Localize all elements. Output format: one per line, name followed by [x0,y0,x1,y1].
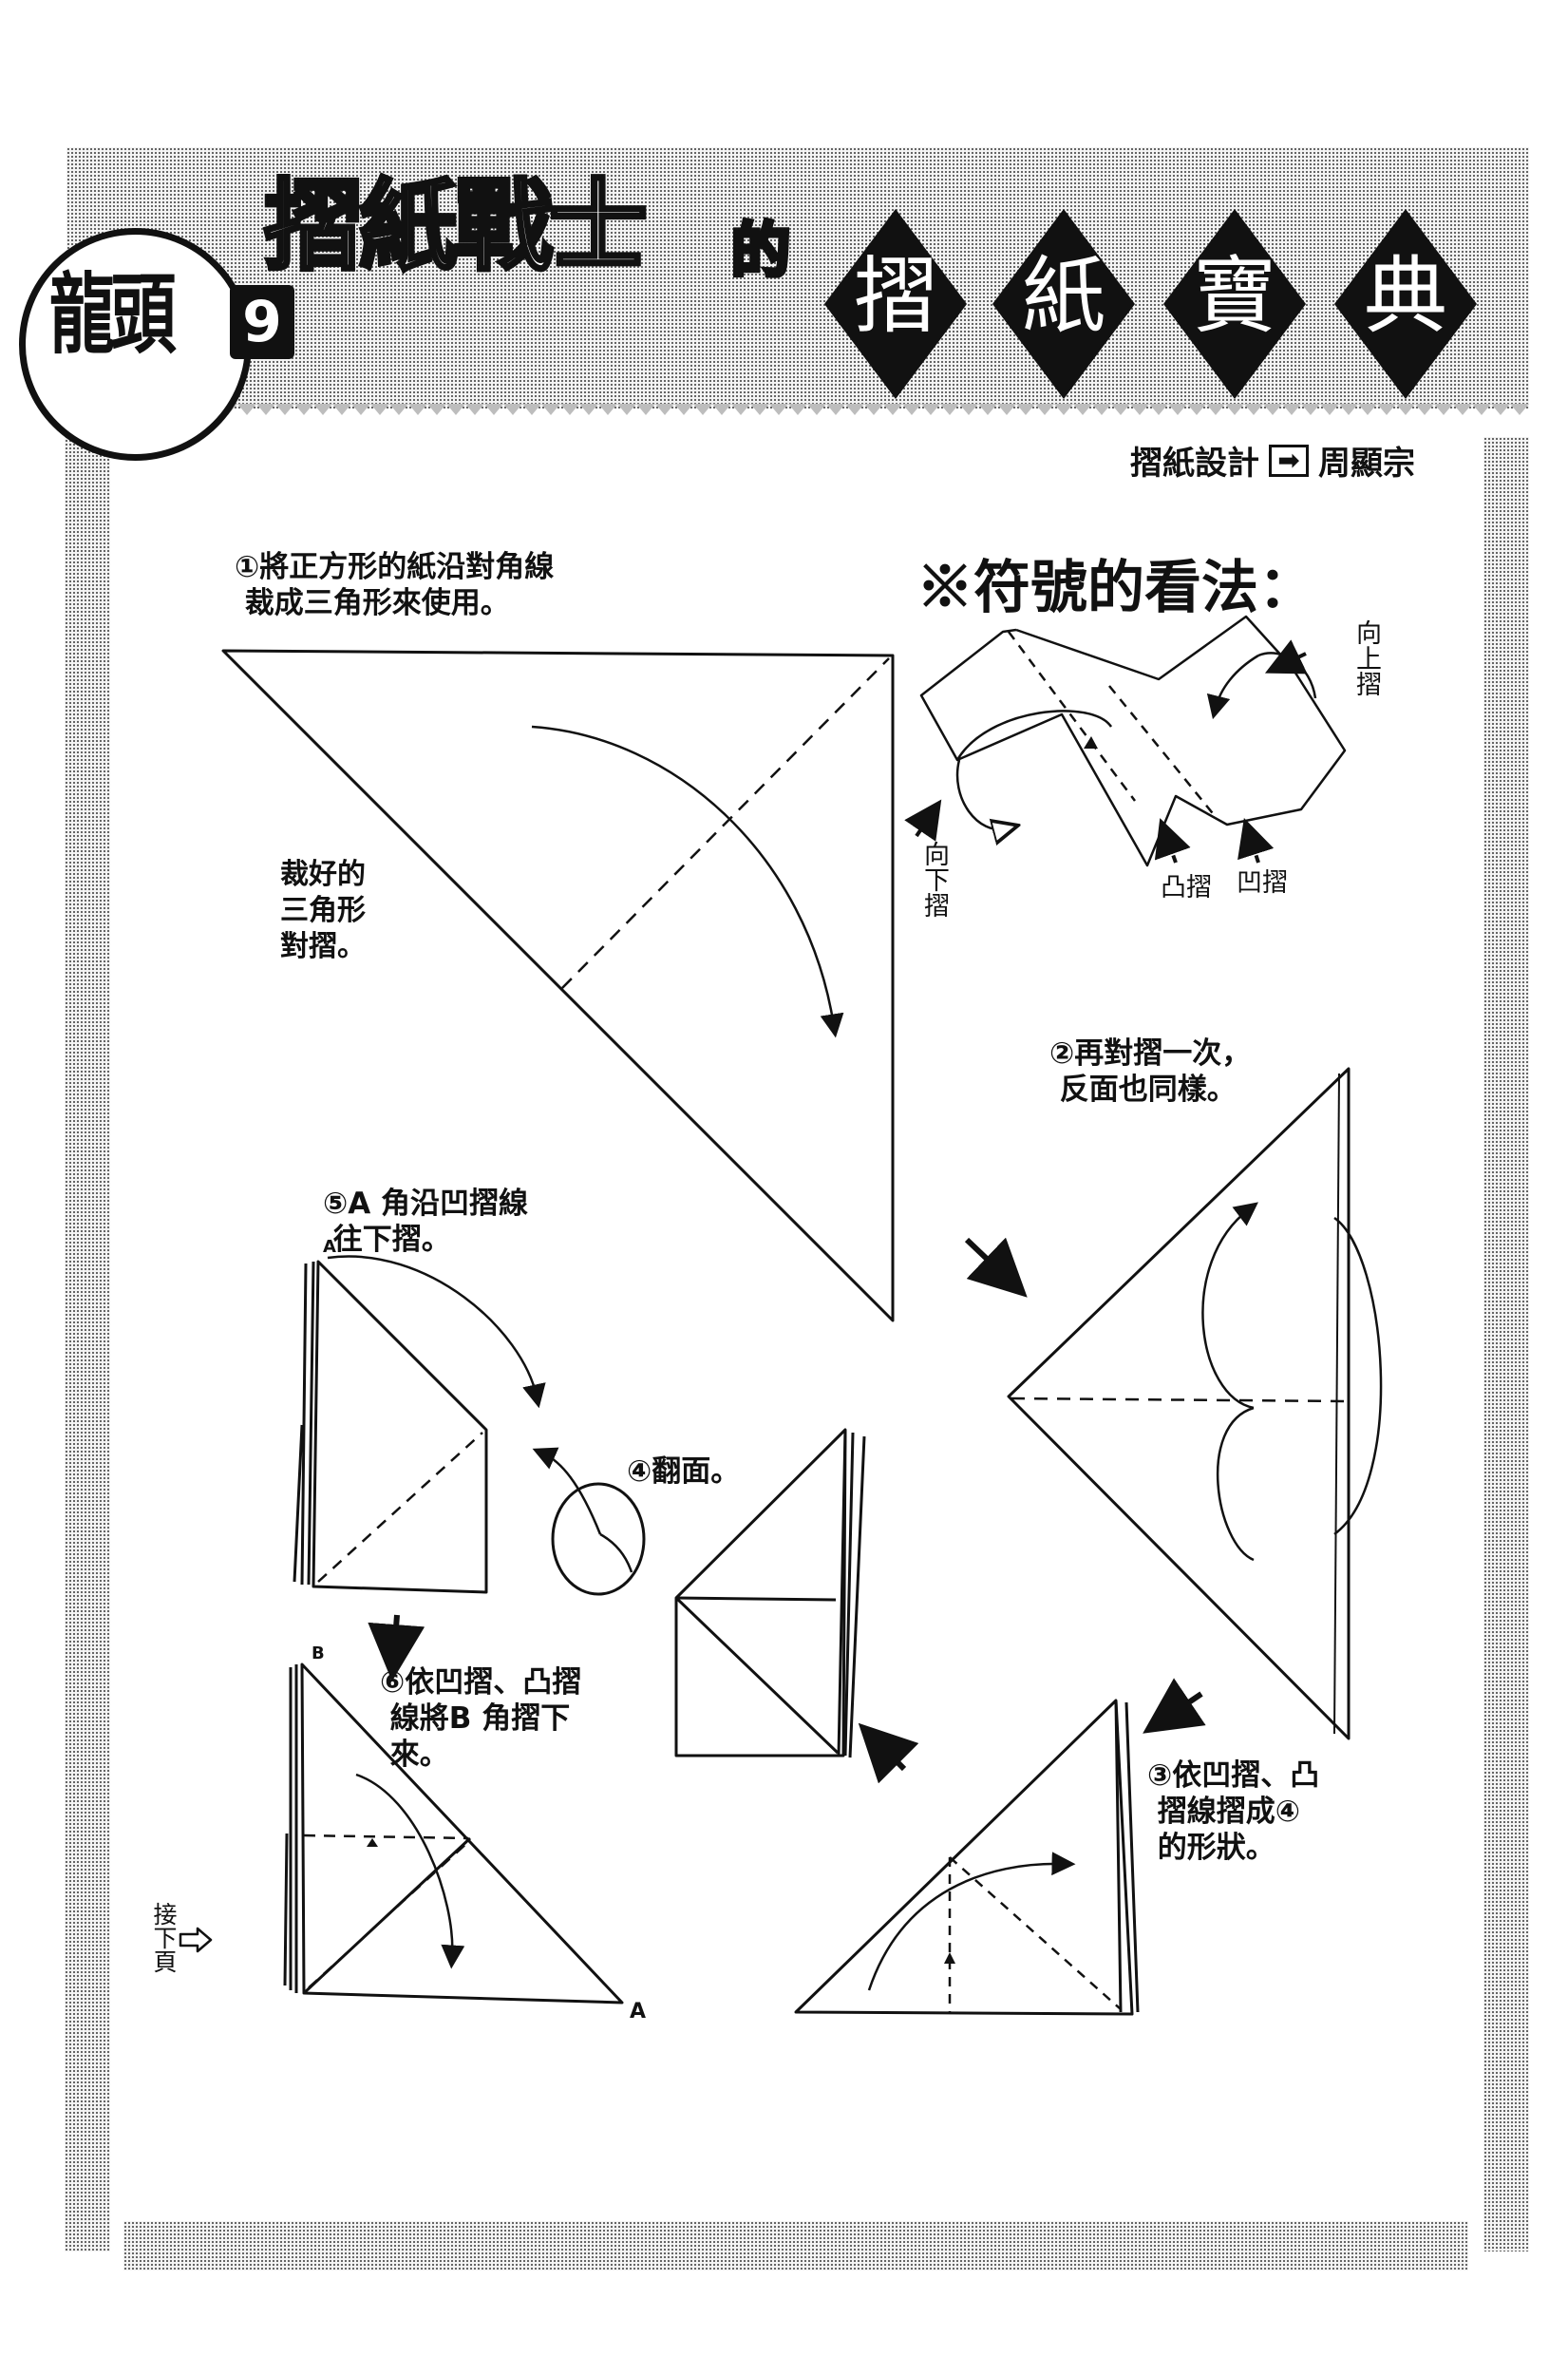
step-4-text: ④翻面。 [627,1454,741,1489]
step2-diagram [964,1067,1383,1740]
step1-diagram [221,649,895,1322]
legend-fold-up: 向上摺 [1351,619,1381,696]
title-particle: 的 [728,216,792,285]
bottom-border-band [123,2221,1468,2270]
step6-diagram [283,1662,624,2004]
series-name: 龍頭 [49,263,177,366]
series-badge [19,228,252,461]
corner-label-a-2: A [630,2000,647,2024]
step-1-text: ①將正方形的紙沿對角線 裁成三角形來使用。 [235,550,555,620]
legend-title: ※符號的看法： [916,555,1315,621]
step-3-text: ③依凹摺、凸 摺線摺成④ 的形狀。 [1147,1758,1320,1865]
title-diamond-3: 寶 [1163,209,1306,399]
corner-label-a: A [323,1237,336,1257]
legend-diagram [904,615,1347,867]
zigzag-edge [66,404,1529,417]
step-5-text: ⑤A 角沿凹摺線 往下摺。 [323,1187,529,1257]
step-6-text: ⑥依凹摺、凸摺 線將B 角摺下 來。 [380,1665,582,1772]
legend-mountain-fold: 凸摺 [1161,873,1212,902]
title-fancy: 摺紙戰士 [262,167,650,285]
step5-diagram [293,1255,546,1682]
step3-diagram [794,1678,1206,2016]
arrow-right-icon: ➡ [1269,444,1309,477]
design-credit: 摺紙設計 ➡ 周顯宗 [1130,437,1415,484]
corner-label-b: B [312,1644,325,1663]
title-diamond-1: 摺 [824,209,967,399]
title-diamond-2: 紙 [992,209,1135,399]
next-page-arrow [179,1927,213,1953]
step-1b-text: 裁好的 三角形 對摺。 [280,858,366,963]
left-border-band [65,408,110,2252]
right-border-band [1483,437,1529,2252]
legend-fold-down: 向下摺 [919,841,949,918]
step4-diagram [532,1428,866,1758]
credit-name: 周顯宗 [1318,445,1415,483]
next-page-label: 接下頁 [150,1902,178,1973]
title-diamond-4: 典 [1334,209,1477,399]
step-2-text: ②再對摺一次， 反面也同樣。 [1049,1036,1252,1107]
legend-valley-fold: 凹摺 [1237,868,1288,898]
series-number: 9 [230,285,294,359]
credit-role: 摺紙設計 [1130,445,1259,483]
